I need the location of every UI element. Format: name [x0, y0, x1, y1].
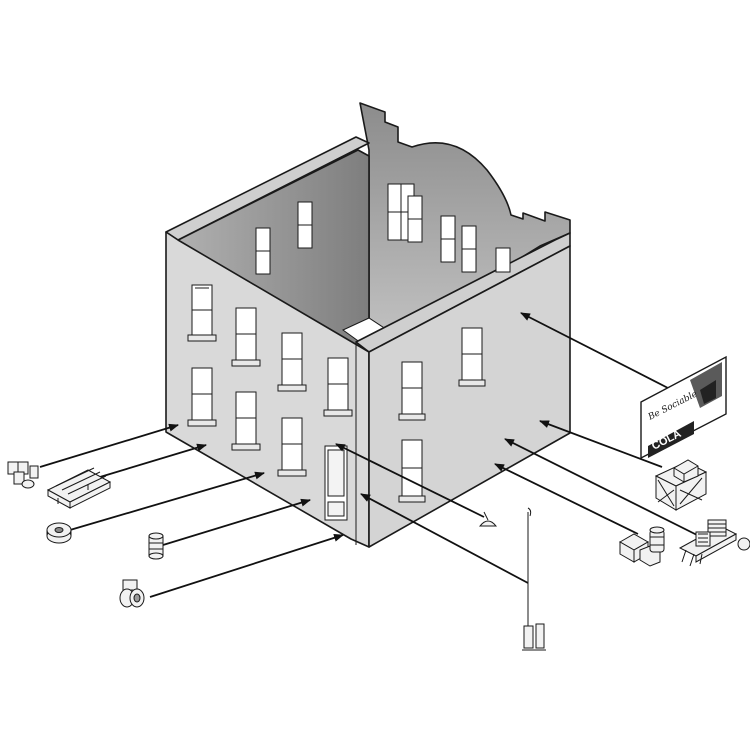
barrel-boxes-icon: [618, 526, 665, 567]
arrow-crate: [539, 420, 663, 468]
pallet-icon: [46, 467, 112, 509]
arrow-pallet: [89, 443, 207, 481]
crate-icon: [654, 459, 708, 511]
tire-icon: [46, 522, 72, 544]
inner-windows: [255, 183, 511, 275]
barrel-icon: [148, 532, 164, 560]
arrow-door-light: [335, 443, 485, 518]
arrow-machinery: [504, 438, 702, 538]
arrow-barrel: [162, 498, 311, 546]
door-light-icon: [478, 511, 498, 527]
front-lower-windows: [187, 367, 307, 477]
arrow-fuel-cans: [39, 423, 179, 468]
arrow-spool: [149, 533, 344, 598]
side-windows: [398, 327, 486, 503]
front-door: [324, 445, 348, 521]
front-upper-windows: [187, 284, 353, 417]
assembly-arrows: [39, 312, 702, 598]
fuel-cans-icon: [7, 461, 39, 489]
arrow-lamp-post: [360, 493, 529, 584]
cable-spool-icon: [119, 579, 145, 608]
cola-sign: Be Sociable COLA: [640, 355, 727, 460]
machinery-icon: [678, 519, 750, 567]
arrow-barrel-boxes: [494, 463, 639, 535]
lamp-post-icon: [522, 507, 546, 651]
arrow-sign: [520, 312, 669, 389]
building: [165, 102, 571, 548]
arrow-tire: [69, 471, 265, 531]
